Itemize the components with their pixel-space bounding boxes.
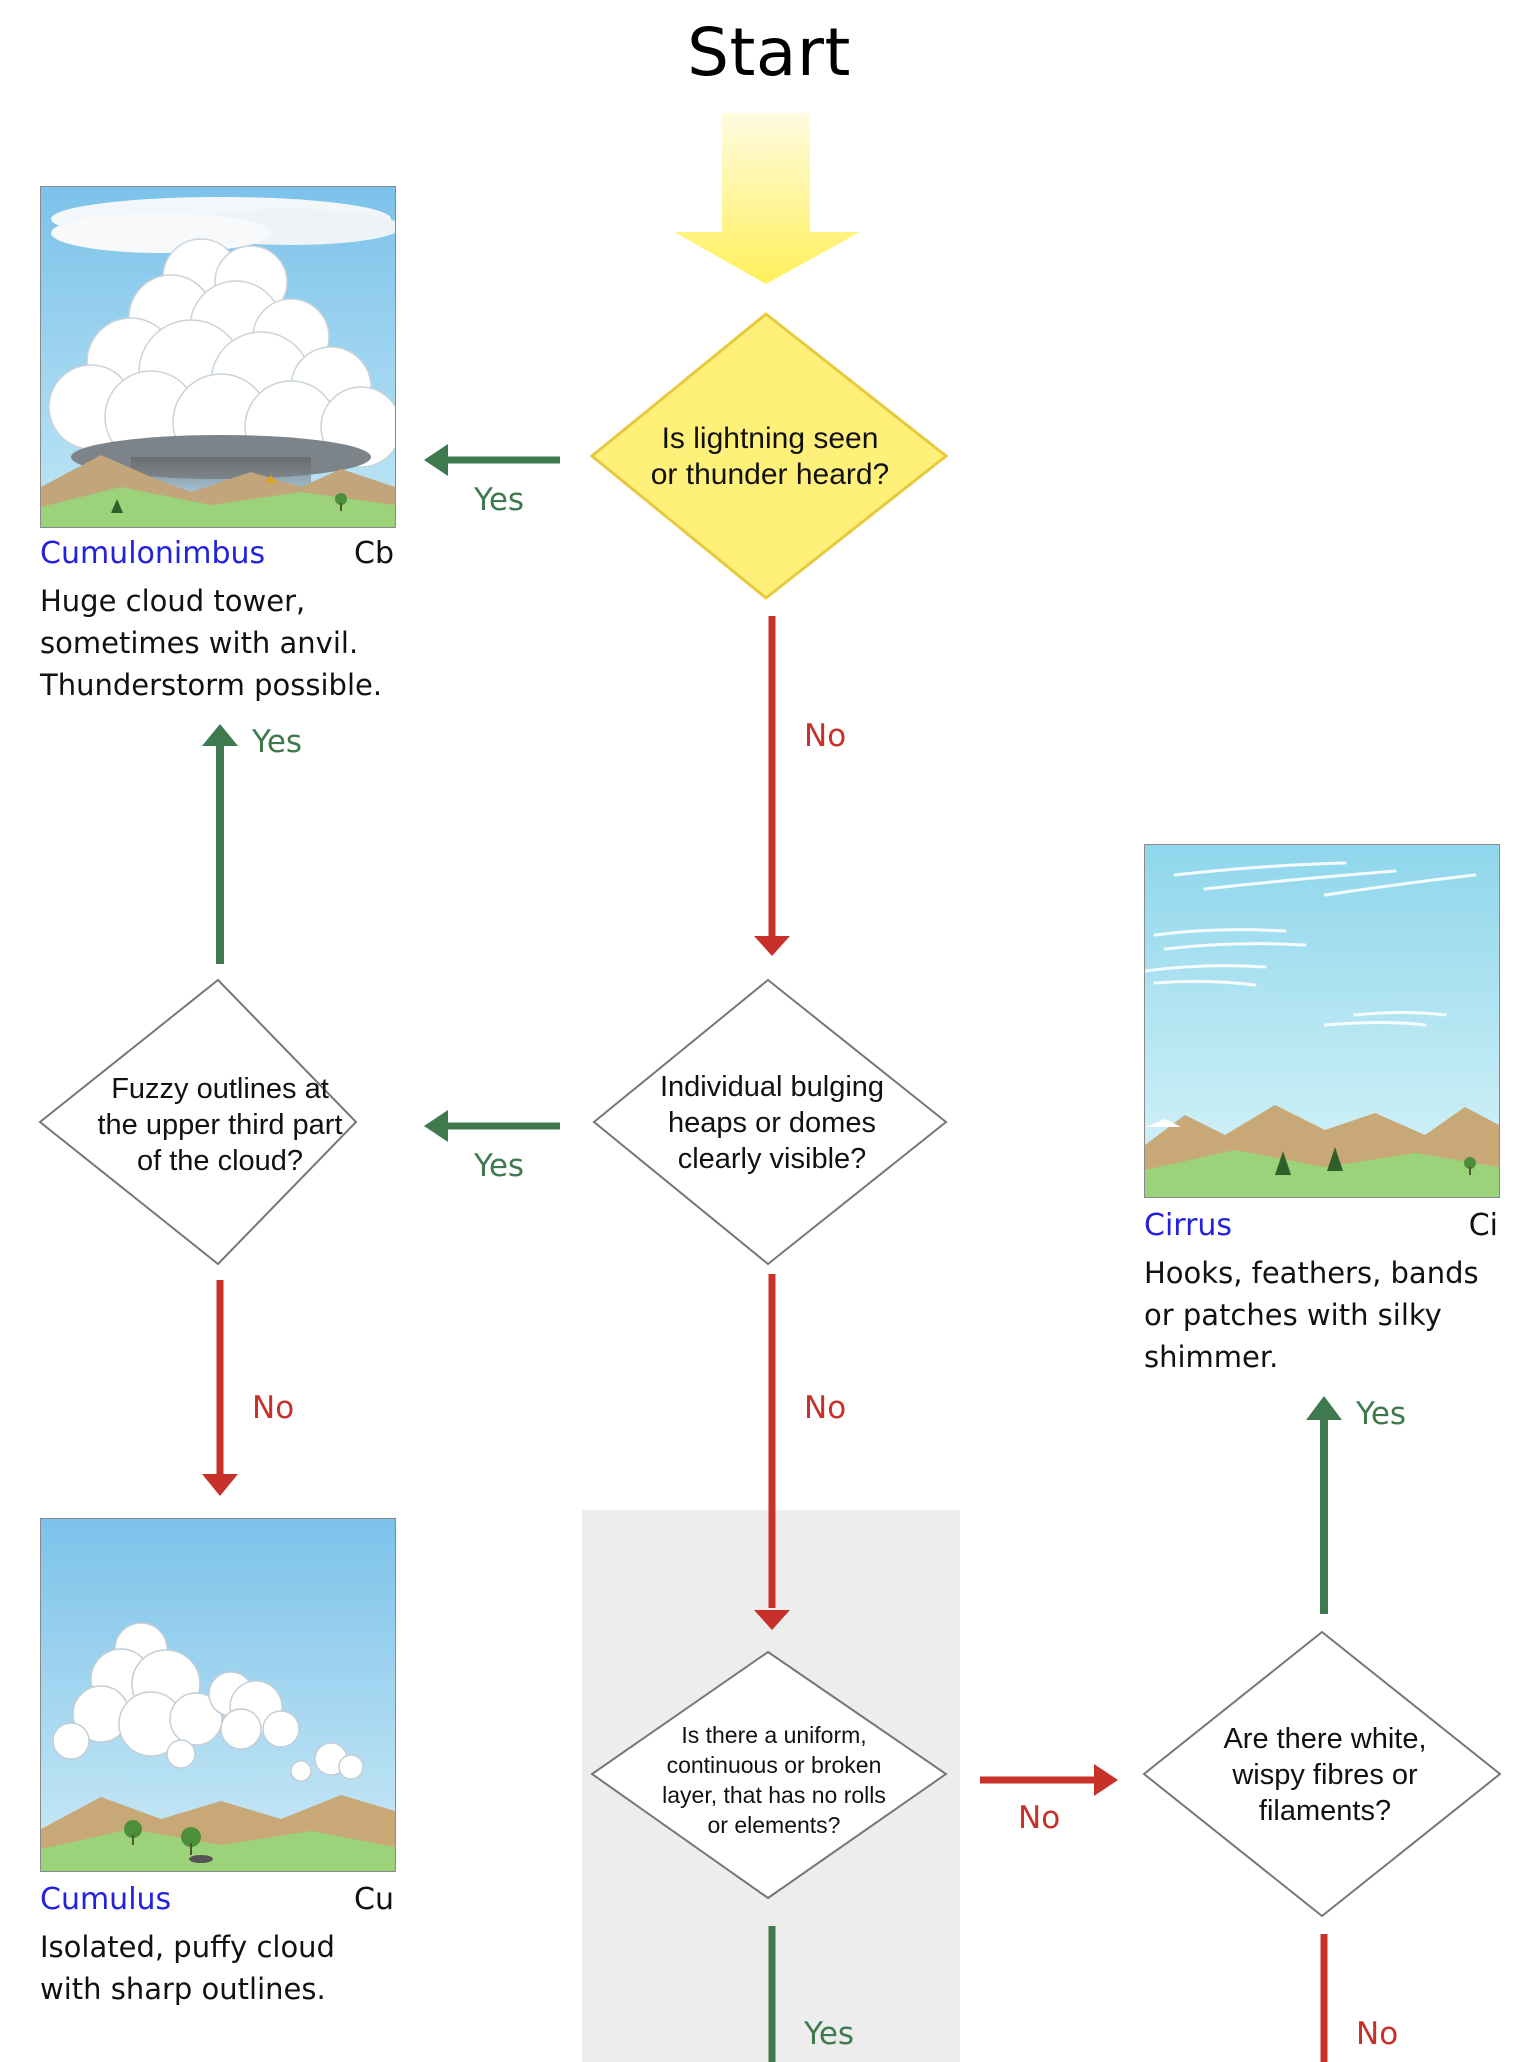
question-line: continuous or broken	[666, 1752, 882, 1778]
cirrus-illustration	[1145, 845, 1499, 1197]
label-yes-uniform: Yes	[804, 2016, 855, 2052]
diamond-bulging[interactable]	[592, 978, 948, 1266]
description-line: Isolated, puffy cloud	[40, 1930, 335, 1964]
label-no-uniform: No	[1018, 1800, 1061, 1836]
cumulonimbus-abbr: Cb	[354, 536, 394, 571]
label-yes-fuzzy: Yes	[252, 724, 303, 760]
label-no-lightning: No	[804, 718, 847, 754]
cirrus-description: Hooks, feathers, bands or patches with s…	[1144, 1252, 1524, 1378]
description-line: Hooks, feathers, bands	[1144, 1256, 1479, 1290]
arrow-yes-fuzzy	[202, 724, 238, 964]
diamond-wispy[interactable]	[1142, 1630, 1502, 1918]
diamond-lightning[interactable]	[589, 312, 949, 600]
arrow-no-lightning	[754, 616, 790, 956]
cumulus-illustration	[41, 1519, 395, 1871]
cumulus-name[interactable]: Cumulus	[40, 1882, 172, 1917]
arrow-yes-wispy	[1306, 1396, 1342, 1614]
diamond-uniform[interactable]	[590, 1650, 948, 1900]
question-line: Is there a uniform,	[681, 1722, 867, 1748]
cumulus-description: Isolated, puffy cloud with sharp outline…	[40, 1926, 440, 2010]
question-uniform: Is there a uniform, continuous or broken…	[614, 1718, 934, 1842]
cirrus-image	[1144, 844, 1500, 1198]
arrow-no-uniform	[980, 1764, 1118, 1796]
cumulonimbus-name[interactable]: Cumulonimbus	[40, 536, 266, 571]
description-line: shimmer.	[1144, 1340, 1279, 1374]
description-line: sometimes with anvil.	[40, 626, 359, 660]
description-line: Huge cloud tower,	[40, 584, 306, 618]
question-lightning: Is lightning seen or thunder heard?	[620, 400, 920, 514]
arrow-no-bulging	[754, 1274, 790, 1630]
question-line: Are there white,	[1223, 1723, 1427, 1755]
start-title: Start	[687, 14, 851, 91]
cumulonimbus-image	[40, 186, 396, 528]
question-line: Is lightning seen	[661, 422, 879, 455]
arrow-yes-lightning	[424, 444, 560, 476]
arrow-no-fuzzy	[202, 1280, 238, 1496]
question-line: or thunder heard?	[650, 458, 890, 491]
description-line: or patches with silky	[1144, 1298, 1442, 1332]
cumulus-image	[40, 1518, 396, 1872]
question-line: heaps or domes	[668, 1107, 876, 1139]
arrow-yes-bulging	[424, 1110, 560, 1142]
question-line: or elements?	[707, 1812, 841, 1838]
question-line: Individual bulging	[659, 1071, 885, 1103]
label-no-wispy: No	[1356, 2016, 1399, 2052]
label-yes-lightning: Yes	[474, 482, 525, 518]
description-line: with sharp outlines.	[40, 1972, 326, 2006]
question-line: of the cloud?	[136, 1145, 304, 1177]
question-wispy: Are there white, wispy fibres or filamen…	[1170, 1718, 1480, 1832]
question-line: the upper third part	[97, 1109, 343, 1141]
description-line: Thunderstorm possible.	[40, 668, 383, 702]
question-line: Fuzzy outlines at	[111, 1073, 329, 1105]
cumulus-abbr: Cu	[354, 1882, 394, 1917]
question-line: filaments?	[1258, 1795, 1392, 1827]
cirrus-abbr: Ci	[1468, 1208, 1498, 1243]
question-line: layer, that has no rolls	[662, 1782, 886, 1808]
label-no-fuzzy: No	[252, 1390, 295, 1426]
question-fuzzy: Fuzzy outlines at the upper third part o…	[60, 1068, 380, 1182]
cumulonimbus-illustration	[41, 187, 395, 527]
cumulonimbus-description: Huge cloud tower, sometimes with anvil. …	[40, 580, 440, 706]
label-yes-bulging: Yes	[474, 1148, 525, 1184]
cirrus-name[interactable]: Cirrus	[1144, 1208, 1233, 1243]
label-yes-wispy: Yes	[1356, 1396, 1407, 1432]
diamond-fuzzy[interactable]	[38, 978, 358, 1266]
question-line: wispy fibres or	[1232, 1759, 1418, 1791]
start-arrow	[674, 113, 860, 284]
label-no-bulging: No	[804, 1390, 847, 1426]
question-bulging: Individual bulging heaps or domes clearl…	[622, 1066, 922, 1180]
question-line: clearly visible?	[677, 1143, 867, 1175]
